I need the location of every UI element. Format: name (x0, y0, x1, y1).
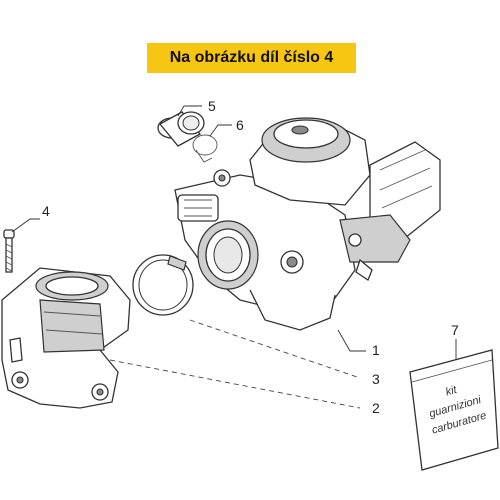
intake-manifold-part[interactable] (1, 267, 131, 409)
leader-line-4 (11, 218, 40, 233)
hose-clamp-part[interactable] (132, 254, 194, 316)
spring-clip-part[interactable] (192, 134, 218, 163)
callout-3: 3 (372, 371, 380, 387)
leader-line-2 (109, 359, 361, 409)
leader-line-5 (177, 105, 202, 117)
sleeve-part[interactable] (157, 111, 205, 147)
callout-2: 2 (372, 400, 380, 416)
callout-7: 7 (451, 322, 459, 338)
callout-4: 4 (42, 203, 50, 219)
leader-line-3 (189, 319, 361, 379)
callout-6: 6 (236, 117, 244, 133)
callout-1: 1 (372, 342, 380, 358)
gasket-kit-part[interactable]: kit guarnizioni carburatore (409, 349, 499, 471)
leader-line-6 (209, 124, 232, 137)
leader-line-1 (337, 329, 366, 352)
screw-part[interactable] (3, 229, 15, 273)
kit-label-line1: kit (444, 384, 459, 399)
carburetor-part[interactable] (174, 117, 441, 331)
callout-5: 5 (208, 98, 216, 114)
part-number-banner: Na obrázku díl číslo 4 (147, 43, 356, 73)
